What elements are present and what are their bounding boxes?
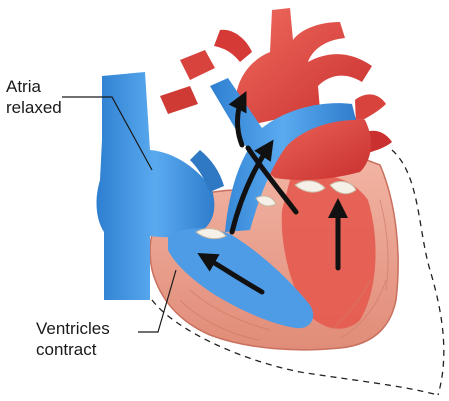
atria-label-line1: Atria	[6, 76, 86, 97]
atria-relaxed-label: Atria relaxed	[6, 76, 86, 118]
ventricles-contract-label: Ventricles contract	[36, 318, 136, 360]
ventricles-label-line2: contract	[36, 339, 136, 360]
ventricles-label-line1: Ventricles	[36, 318, 136, 339]
atria-label-line2: relaxed	[6, 97, 86, 118]
